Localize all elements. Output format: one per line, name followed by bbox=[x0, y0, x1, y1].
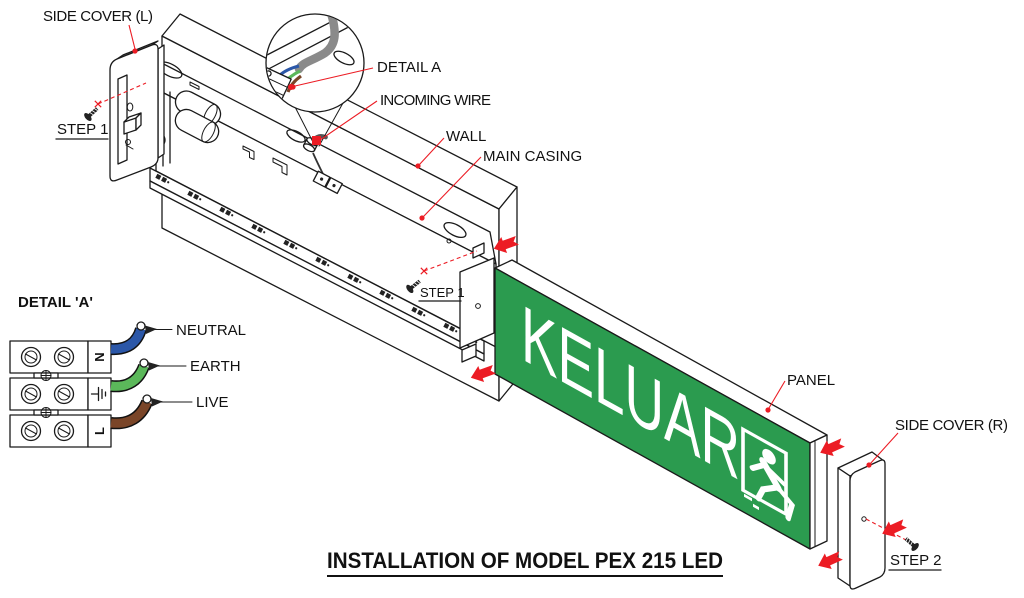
led-strip-rail bbox=[149, 167, 485, 362]
page-title: INSTALLATION OF MODEL PEX 215 LED bbox=[327, 548, 723, 573]
label-side-cover-l: SIDE COVER (L) bbox=[43, 8, 153, 25]
earth-wire bbox=[110, 364, 149, 391]
terminal-marking-n: N bbox=[92, 352, 107, 361]
label-step1-left: STEP 1 bbox=[57, 121, 108, 138]
detail-a-heading: DETAIL 'A' bbox=[18, 294, 93, 311]
diagram-title: INSTALLATION OF MODEL PEX 215 LED bbox=[327, 548, 723, 577]
label-earth: EARTH bbox=[190, 358, 241, 375]
side-cover-right bbox=[837, 451, 886, 590]
earth-symbol-icon bbox=[90, 386, 107, 402]
terminal-marking-l: L bbox=[92, 427, 107, 435]
callout-labels: SIDE COVER (L) STEP 1 DETAIL A INCOMING … bbox=[43, 8, 1008, 571]
label-step2: STEP 2 bbox=[890, 552, 941, 569]
neutral-wire bbox=[110, 327, 146, 354]
terminal-screws bbox=[20, 346, 75, 442]
detail-a-wiring-diagram: DETAIL 'A' N bbox=[9, 294, 246, 448]
label-detail-a: DETAIL A bbox=[377, 59, 441, 76]
label-live: LIVE bbox=[196, 394, 229, 411]
label-wall: WALL bbox=[446, 128, 486, 145]
label-neutral: NEUTRAL bbox=[176, 322, 246, 339]
casing-end-plate bbox=[459, 242, 495, 363]
magnifier-cone bbox=[292, 102, 344, 147]
supply-wires bbox=[110, 321, 193, 430]
exit-sign-panel: KELUAR bbox=[494, 259, 828, 550]
label-main-casing: MAIN CASING bbox=[483, 148, 582, 165]
screw-step1-left bbox=[82, 104, 101, 123]
label-incoming-wire: INCOMING WIRE bbox=[380, 92, 491, 109]
mounting-clip bbox=[242, 145, 255, 160]
test-switch bbox=[123, 112, 142, 135]
screw-step2 bbox=[902, 534, 921, 553]
battery-pack bbox=[174, 81, 222, 144]
internal-terminal-block bbox=[312, 170, 343, 195]
sign-text: KELUAR bbox=[521, 287, 740, 497]
running-man-exit-icon bbox=[741, 426, 795, 522]
label-panel: PANEL bbox=[787, 372, 835, 389]
mounting-clip bbox=[272, 157, 288, 176]
side-cover-left bbox=[109, 40, 165, 182]
live-wire bbox=[110, 400, 152, 428]
callout-leaders bbox=[128, 24, 899, 468]
label-side-cover-r: SIDE COVER (R) bbox=[895, 417, 1008, 434]
incoming-cable bbox=[294, 14, 339, 74]
label-step1-right: STEP 1 bbox=[420, 285, 465, 300]
terminal-block: N L bbox=[9, 340, 112, 448]
